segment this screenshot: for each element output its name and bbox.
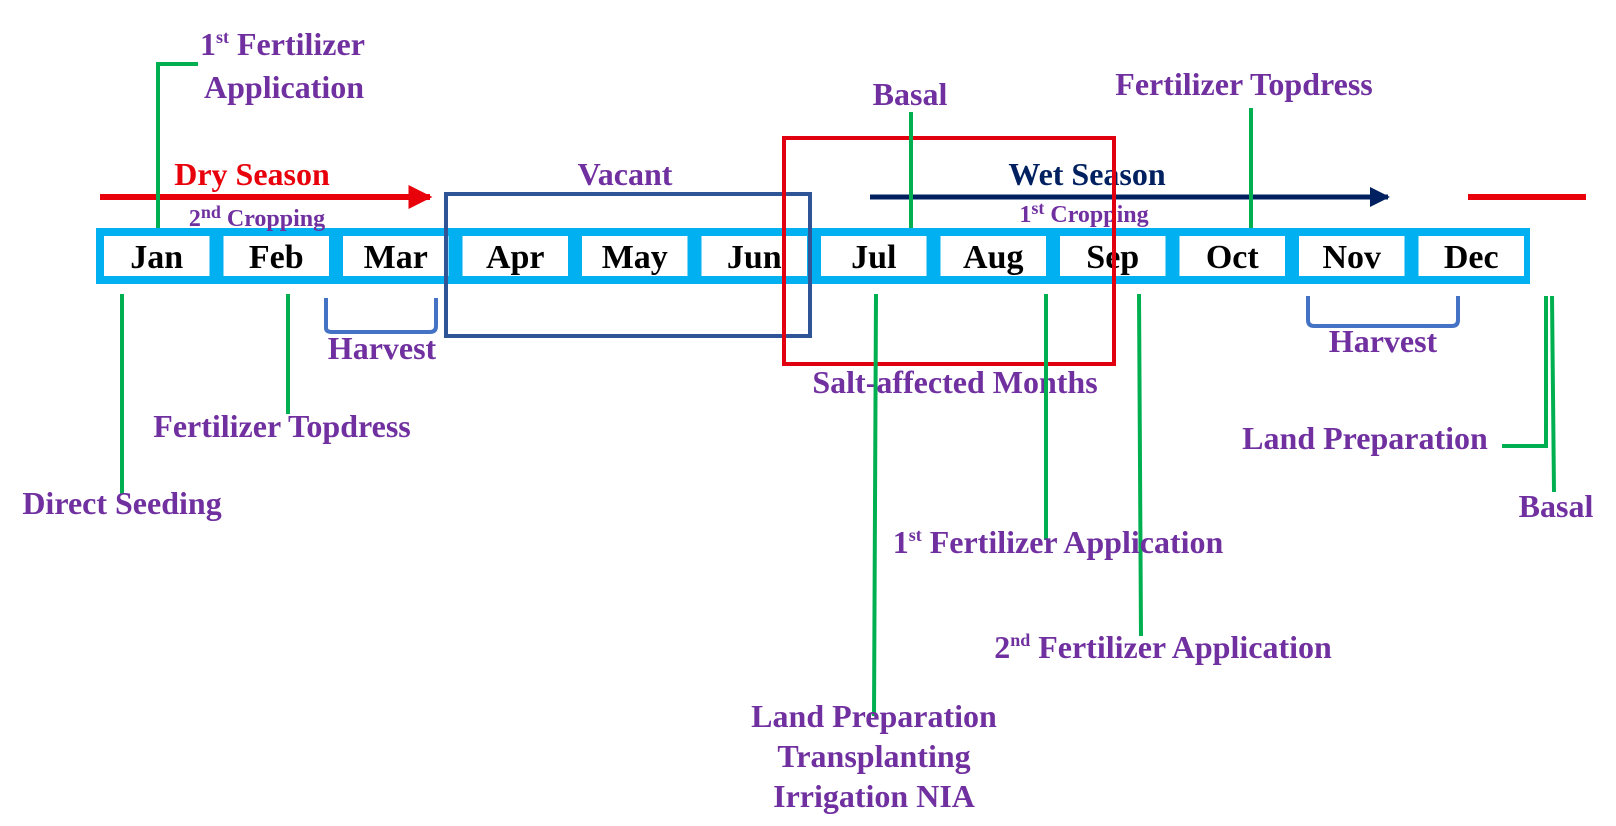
- vacant-period-box: [444, 192, 812, 338]
- month-cell-jul: [821, 236, 927, 276]
- fertilizer-topdress-top-label: Fertilizer Topdress: [1115, 66, 1372, 102]
- direct-seeding-label: Direct Seeding: [22, 485, 221, 521]
- harvest-label-mar: Harvest: [328, 330, 437, 366]
- basal-dec-label: Basal: [1519, 488, 1594, 524]
- month-label-mar: Mar: [364, 239, 428, 276]
- salt-affected-months-box: [782, 136, 1116, 366]
- month-label-jan: Jan: [130, 239, 183, 276]
- salt-affected-months-label: Salt-affected Months: [812, 364, 1097, 400]
- month-bar-background: [96, 228, 1530, 284]
- jul-stack-transplanting: Transplanting: [777, 738, 970, 774]
- vacant-label: Vacant: [578, 156, 673, 192]
- month-cell-may: [582, 236, 688, 276]
- leader-jul-stack: [872, 293, 878, 717]
- first-cropping-label: 1st Cropping: [1019, 198, 1148, 228]
- dry-season-label: Dry Season: [174, 156, 330, 192]
- harvest-bracket-nov: [1306, 296, 1460, 328]
- leader-basal-dec: [1550, 295, 1556, 493]
- month-cell-apr: [462, 236, 568, 276]
- month-cell-dec: [1418, 236, 1524, 276]
- basal-top-label: Basal: [873, 76, 948, 112]
- month-cell-feb: [223, 236, 329, 276]
- jul-stack-land-preparation: Land Preparation: [751, 698, 997, 734]
- month-label-aug: Aug: [963, 239, 1023, 276]
- month-label-jul: Jul: [851, 239, 896, 276]
- leader-second-fert-sep: [1137, 293, 1143, 637]
- month-label-feb: Feb: [249, 239, 304, 276]
- month-label-jun: Jun: [727, 239, 782, 276]
- month-cell-jun: [701, 236, 807, 276]
- leader-land-prep-dec: [1502, 296, 1548, 448]
- first-fertilizer-application-aug-label: 1st Fertilizer Application: [893, 524, 1224, 560]
- first-fertilizer-application-top-label-line2: Application: [204, 69, 364, 105]
- second-fertilizer-application-sep-label: 2nd Fertilizer Application: [994, 629, 1332, 665]
- month-cell-jan: [104, 236, 210, 276]
- leader-lines: [120, 62, 1556, 717]
- fertilizer-topdress-feb-label: Fertilizer Topdress: [153, 408, 410, 444]
- wet-season-label: Wet Season: [1008, 156, 1166, 192]
- month-label-oct: Oct: [1206, 239, 1260, 276]
- month-label-may: May: [602, 239, 668, 276]
- month-cell-oct: [1179, 236, 1285, 276]
- month-label-apr: Apr: [486, 239, 545, 276]
- month-label-nov: Nov: [1322, 239, 1381, 276]
- first-fertilizer-application-top-label: 1st Fertilizer: [200, 26, 365, 62]
- month-cell-aug: [940, 236, 1046, 276]
- harvest-bracket-mar: [324, 298, 438, 334]
- month-cell-nov: [1299, 236, 1405, 276]
- jul-stack-irrigation-nia: Irrigation NIA: [773, 778, 975, 814]
- leader-first-fert-jan: [156, 62, 198, 228]
- month-cell-mar: [343, 236, 449, 276]
- land-preparation-dec-label: Land Preparation: [1242, 420, 1488, 456]
- month-label-dec: Dec: [1444, 239, 1499, 276]
- second-cropping-label: 2nd Cropping: [189, 202, 325, 232]
- harvest-label-nov: Harvest: [1329, 323, 1438, 359]
